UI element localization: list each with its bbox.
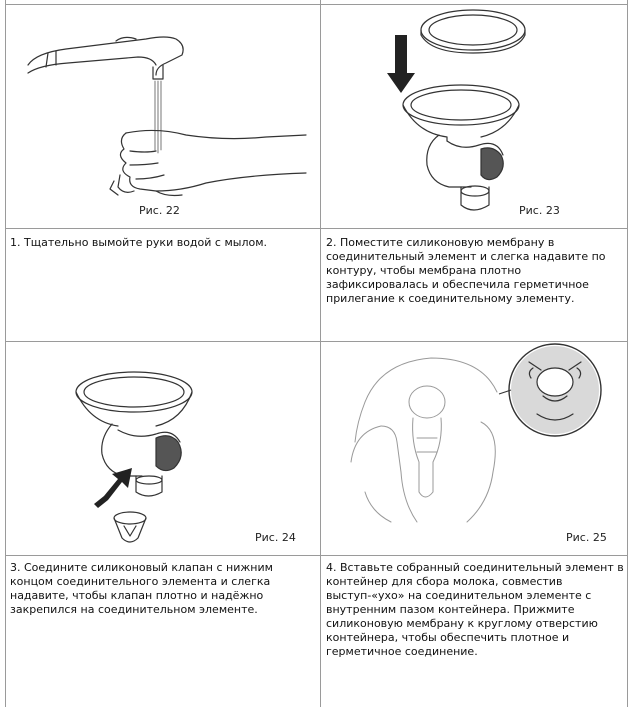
grid-line-middle bbox=[320, 0, 321, 707]
step-2-text: 2. Поместите силиконовую мембрану в соед… bbox=[326, 236, 606, 305]
hand-washing-illustration bbox=[27, 36, 307, 197]
up-arrow-icon bbox=[94, 468, 132, 508]
valve-connector-illustration bbox=[75, 371, 193, 543]
figure-23: Рис. 23 bbox=[321, 5, 627, 227]
figure-24-caption: Рис. 24 bbox=[255, 531, 296, 544]
down-arrow-icon bbox=[387, 35, 415, 93]
grid-line-left bbox=[5, 0, 6, 707]
grid-line-right bbox=[627, 0, 628, 707]
figure-25-caption: Рис. 25 bbox=[566, 531, 607, 544]
figure-25: Рис. 25 bbox=[321, 342, 627, 554]
membrane-connector-illustration bbox=[387, 9, 526, 211]
grid-line-row3 bbox=[5, 555, 628, 556]
step-4-text: 4. Вставьте собранный соединительный эле… bbox=[326, 561, 624, 658]
step-1-text: 1. Тщательно вымойте руки водой с мылом. bbox=[10, 236, 267, 249]
figure-24: Рис. 24 bbox=[6, 342, 320, 554]
grid-line-row1 bbox=[5, 228, 628, 229]
grid-line-row2 bbox=[5, 341, 628, 342]
step-3-text: 3. Соедините силиконовый клапан с нижним… bbox=[10, 561, 273, 616]
figure-22: Рис. 22 bbox=[6, 5, 320, 227]
figure-23-caption: Рис. 23 bbox=[519, 204, 560, 217]
container-assembly-illustration bbox=[350, 343, 602, 523]
figure-22-caption: Рис. 22 bbox=[139, 204, 180, 217]
grid-line-top bbox=[5, 4, 628, 5]
